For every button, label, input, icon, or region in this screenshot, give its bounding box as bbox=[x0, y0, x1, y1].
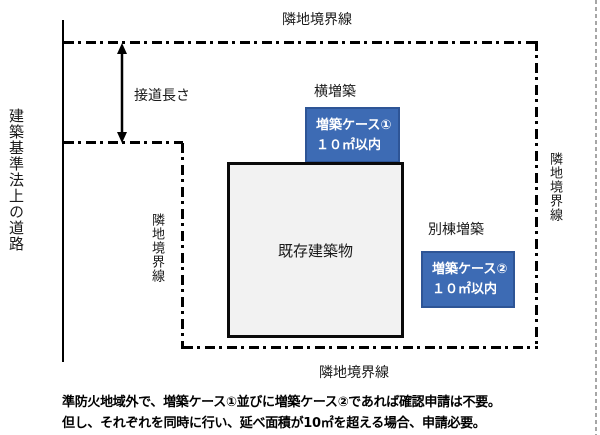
note-line1: 準防火地域外で、増築ケース①並びに増築ケース②であれば確認申請は不要。 bbox=[62, 395, 501, 410]
extension-case1-box: 増築ケース① １０㎡以内 bbox=[305, 107, 400, 163]
case1-title: 増築ケース① bbox=[316, 118, 392, 133]
boundary-bottom-label: 隣地境界線 bbox=[319, 365, 389, 381]
frontage-label: 接道長さ bbox=[134, 88, 190, 104]
case2-limit: １０㎡以内 bbox=[432, 282, 498, 297]
case1-limit: １０㎡以内 bbox=[316, 138, 382, 153]
road-line bbox=[62, 20, 64, 362]
site-step-line bbox=[64, 141, 183, 144]
boundary-top-label: 隣地境界線 bbox=[282, 12, 352, 28]
site-boundary-bottom-line bbox=[183, 346, 538, 349]
boundary-right-label: 隣地境界線 bbox=[547, 152, 562, 222]
existing-building: 既存建築物 bbox=[227, 162, 404, 338]
page-break-line bbox=[595, 0, 597, 435]
boundary-inner-left-label: 隣地境界線 bbox=[149, 213, 164, 283]
case2-title: 増築ケース② bbox=[432, 262, 508, 277]
site-boundary-left-line bbox=[181, 143, 184, 349]
note-line2: 但し、それぞれを同時に行い、延べ面積が10㎡を超える場合、申請必要。 bbox=[62, 416, 486, 431]
road-label: 建築基準法上の道路 bbox=[7, 108, 25, 252]
separate-extension-label: 別棟増築 bbox=[428, 222, 484, 238]
frontage-arrow bbox=[117, 43, 127, 143]
site-boundary-top-line bbox=[64, 41, 538, 44]
building-label: 既存建築物 bbox=[277, 241, 353, 260]
extension-case2-box: 増築ケース② １０㎡以内 bbox=[421, 251, 515, 308]
side-extension-label: 横増築 bbox=[314, 84, 356, 100]
site-boundary-right-line bbox=[535, 41, 538, 349]
